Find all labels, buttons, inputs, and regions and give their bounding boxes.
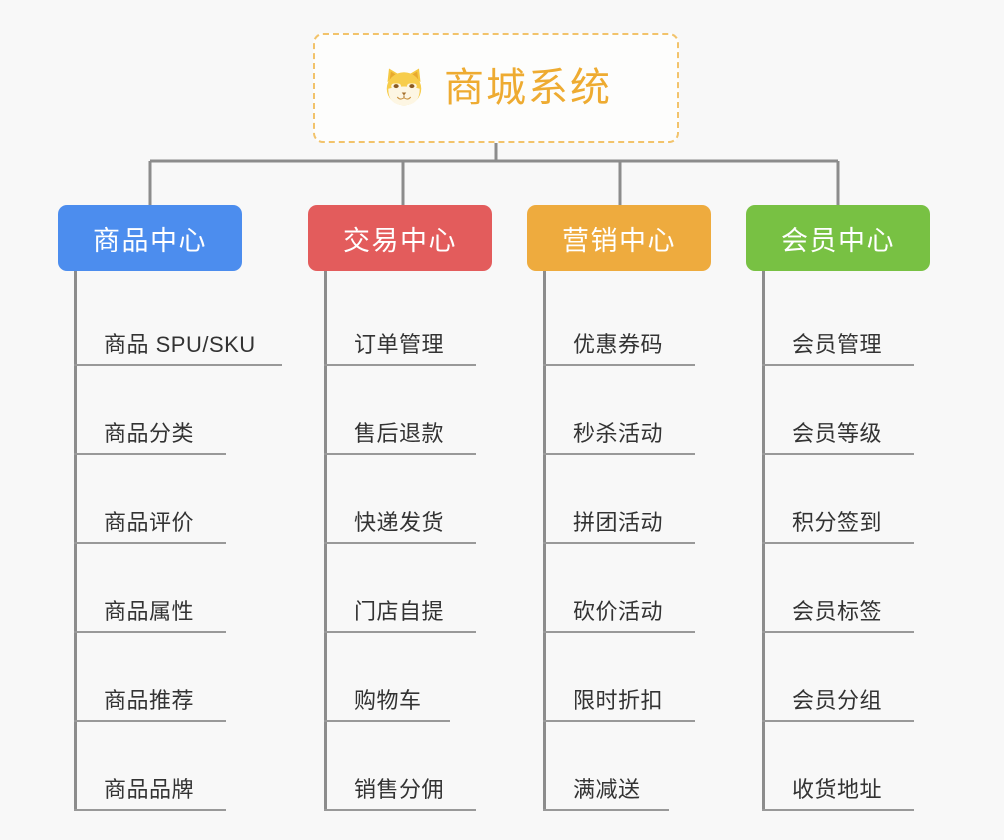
- leaf-node[interactable]: 快递发货: [308, 455, 492, 544]
- category-node[interactable]: 商品中心: [58, 205, 242, 271]
- leaf-label: 商品属性: [104, 599, 195, 624]
- leaf-underline: [74, 453, 226, 455]
- leaf-node[interactable]: 限时折扣: [527, 633, 711, 722]
- leaf-underline: [543, 542, 695, 544]
- leaf-node[interactable]: 会员管理: [746, 277, 930, 366]
- leaf-underline: [762, 453, 914, 455]
- leaf-label: 满减送: [573, 777, 641, 802]
- leaf-label: 优惠券码: [573, 332, 664, 357]
- leaf-node[interactable]: 商品推荐: [58, 633, 242, 722]
- category-column: 会员中心会员管理会员等级积分签到会员标签会员分组收货地址: [746, 205, 930, 811]
- leaf-label: 限时折扣: [573, 688, 664, 713]
- leaf-node[interactable]: 商品评价: [58, 455, 242, 544]
- leaf-list: 会员管理会员等级积分签到会员标签会员分组收货地址: [746, 271, 930, 811]
- leaf-label: 拼团活动: [573, 510, 664, 535]
- root-title: 商城系统: [444, 66, 612, 110]
- leaf-node[interactable]: 订单管理: [308, 277, 492, 366]
- leaf-label: 积分签到: [792, 510, 883, 535]
- leaf-underline: [74, 542, 226, 544]
- category-column: 商品中心商品 SPU/SKU 商品分类商品评价商品属性商品推荐商品品牌: [58, 205, 282, 811]
- leaf-label: 会员标签: [792, 599, 883, 624]
- leaf-underline: [324, 364, 476, 366]
- leaf-list: 优惠券码秒杀活动拼团活动砍价活动限时折扣满减送: [527, 271, 711, 811]
- leaf-underline: [543, 453, 695, 455]
- leaf-node[interactable]: 商品 SPU/SKU: [58, 277, 282, 366]
- leaf-label: 会员管理: [792, 332, 883, 357]
- leaf-label: 秒杀活动: [573, 421, 664, 446]
- leaf-node[interactable]: 会员分组: [746, 633, 930, 722]
- leaf-node[interactable]: 拼团活动: [527, 455, 711, 544]
- leaf-underline: [74, 631, 226, 633]
- leaf-label: 商品 SPU/SKU: [104, 332, 256, 357]
- leaf-underline: [324, 809, 476, 811]
- leaf-rail: [74, 271, 77, 811]
- root-node[interactable]: 商城系统: [313, 33, 679, 143]
- leaf-label: 购物车: [354, 688, 422, 713]
- leaf-underline: [543, 720, 695, 722]
- leaf-underline: [762, 809, 914, 811]
- leaf-list: 商品 SPU/SKU 商品分类商品评价商品属性商品推荐商品品牌: [58, 271, 282, 811]
- leaf-underline: [324, 631, 476, 633]
- leaf-label: 砍价活动: [573, 599, 664, 624]
- leaf-node[interactable]: 秒杀活动: [527, 366, 711, 455]
- leaf-node[interactable]: 会员标签: [746, 544, 930, 633]
- leaf-node[interactable]: 售后退款: [308, 366, 492, 455]
- leaf-node[interactable]: 商品分类: [58, 366, 242, 455]
- leaf-node[interactable]: 门店自提: [308, 544, 492, 633]
- category-node[interactable]: 营销中心: [527, 205, 711, 271]
- leaf-label: 门店自提: [354, 599, 445, 624]
- leaf-node[interactable]: 会员等级: [746, 366, 930, 455]
- leaf-list: 订单管理售后退款快递发货门店自提购物车销售分佣: [308, 271, 492, 811]
- leaf-label: 会员等级: [792, 421, 883, 446]
- leaf-label: 售后退款: [354, 421, 445, 446]
- shiba-inu-dog-face-icon: [386, 68, 422, 106]
- leaf-label: 收货地址: [792, 777, 883, 802]
- leaf-underline: [74, 809, 226, 811]
- leaf-label: 商品评价: [104, 510, 195, 535]
- leaf-underline: [324, 453, 476, 455]
- leaf-underline: [543, 631, 695, 633]
- leaf-node[interactable]: 收货地址: [746, 722, 930, 811]
- leaf-node[interactable]: 满减送: [527, 722, 711, 811]
- leaf-node[interactable]: 销售分佣: [308, 722, 492, 811]
- leaf-label: 快递发货: [354, 510, 445, 535]
- leaf-underline: [762, 542, 914, 544]
- category-column: 交易中心订单管理售后退款快递发货门店自提购物车销售分佣: [308, 205, 492, 811]
- leaf-underline: [543, 364, 695, 366]
- leaf-rail: [324, 271, 327, 811]
- leaf-underline: [762, 720, 914, 722]
- leaf-label: 商品分类: [104, 421, 195, 446]
- category-column: 营销中心优惠券码秒杀活动拼团活动砍价活动限时折扣满减送: [527, 205, 711, 811]
- leaf-label: 销售分佣: [354, 777, 445, 802]
- leaf-rail: [762, 271, 765, 811]
- leaf-underline: [324, 542, 476, 544]
- leaf-underline: [762, 631, 914, 633]
- leaf-label: 商品品牌: [104, 777, 195, 802]
- category-node[interactable]: 交易中心: [308, 205, 492, 271]
- leaf-label: 会员分组: [792, 688, 883, 713]
- leaf-node[interactable]: 优惠券码: [527, 277, 711, 366]
- leaf-underline: [324, 720, 450, 722]
- leaf-node[interactable]: 积分签到: [746, 455, 930, 544]
- leaf-node[interactable]: 商品属性: [58, 544, 242, 633]
- leaf-rail: [543, 271, 546, 811]
- leaf-underline: [74, 364, 282, 366]
- leaf-node[interactable]: 购物车: [308, 633, 492, 722]
- leaf-underline: [762, 364, 914, 366]
- leaf-node[interactable]: 砍价活动: [527, 544, 711, 633]
- leaf-node[interactable]: 商品品牌: [58, 722, 242, 811]
- category-node[interactable]: 会员中心: [746, 205, 930, 271]
- leaf-label: 订单管理: [354, 332, 445, 357]
- leaf-label: 商品推荐: [104, 688, 195, 713]
- leaf-underline: [74, 720, 226, 722]
- leaf-underline: [543, 809, 669, 811]
